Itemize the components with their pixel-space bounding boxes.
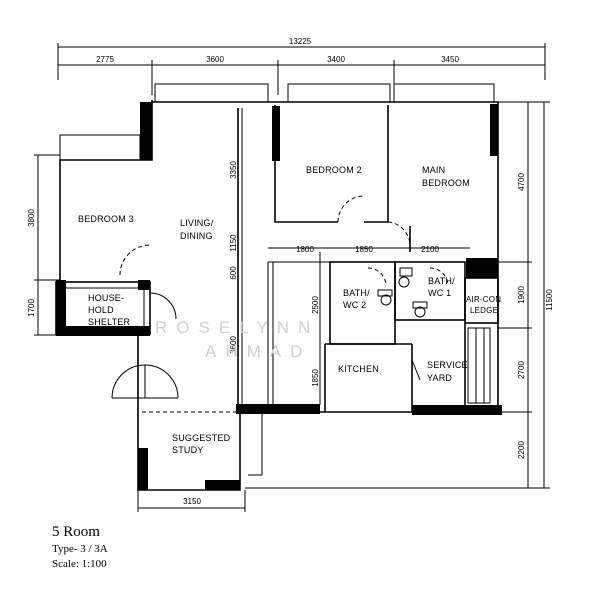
room-labels: BEDROOM 3 BEDROOM 2 MAIN BEDROOM LIVING/… (78, 165, 501, 455)
label-living-1: LIVING/ (180, 218, 214, 228)
label-main-bedroom-2: BEDROOM (422, 178, 470, 188)
plan-scale: Scale: 1:100 (52, 558, 107, 570)
dim-right-seg-2: 1900 (517, 286, 526, 304)
plan-type: Type- 3 / 3A (52, 543, 108, 555)
label-bath-1-2: WC 1 (428, 288, 451, 298)
label-service-2: YARD (427, 373, 452, 383)
dim-top-seg-3: 3400 (327, 55, 345, 64)
dim-1850-a: 1850 (355, 245, 373, 254)
dim-right-seg-4: 2200 (517, 441, 526, 459)
label-bedroom-2: BEDROOM 2 (306, 165, 362, 175)
dim-2500: 2500 (311, 296, 320, 314)
dim-600: 600 (229, 266, 238, 280)
dim-bottom: 3150 (183, 497, 201, 506)
dim-3350: 3350 (229, 161, 238, 179)
dim-left-seg-2: 1700 (27, 299, 36, 317)
doors (111, 195, 449, 399)
label-bath-1-1: BATH/ (428, 276, 455, 286)
label-study-2: STUDY (172, 445, 204, 455)
dimension-lines (34, 43, 550, 512)
label-living-2: DINING (180, 231, 213, 241)
label-main-bedroom-1: MAIN (422, 165, 445, 175)
dim-top-seg-1: 2775 (96, 55, 114, 64)
watermark: ROSELYNN AHMAD (155, 318, 319, 361)
dim-3600: 3600 (229, 336, 238, 354)
label-bath-2-1: BATH/ (343, 288, 370, 298)
dim-1850-b: 1850 (311, 369, 320, 387)
label-aircon-1: AIR-CON (466, 295, 501, 304)
label-shelter-3: SHELTER (88, 317, 131, 327)
dim-top-seg-2: 3600 (206, 55, 224, 64)
dim-right-seg-3: 2700 (517, 361, 526, 379)
label-aircon-2: LEDGE (470, 306, 498, 315)
label-study-1: SUGGESTED (172, 433, 231, 443)
label-bedroom-3: BEDROOM 3 (78, 214, 134, 224)
title-block: 5 Room Type- 3 / 3A Scale: 1:100 (52, 524, 108, 570)
label-shelter-1: HOUSE- (88, 293, 124, 303)
dim-1800: 1800 (296, 245, 314, 254)
dim-right-total: 11500 (545, 289, 554, 311)
dimension-labels: 13225 2775 3600 3400 3450 11500 4700 190… (27, 37, 554, 506)
dim-top-total: 13225 (289, 37, 312, 46)
label-bath-2-2: WC 2 (343, 300, 366, 310)
fixtures (377, 267, 491, 404)
dim-left-seg-1: 3800 (27, 209, 36, 227)
dim-1150: 1150 (229, 234, 238, 252)
label-service-1: SERVICE (427, 360, 468, 370)
label-kitchen: KITCHEN (338, 364, 379, 374)
dim-2100: 2100 (421, 245, 439, 254)
watermark-line-2: AHMAD (205, 342, 311, 361)
dim-right-seg-1: 4700 (517, 173, 526, 191)
label-shelter-2: HOLD (88, 305, 114, 315)
watermark-line-1: ROSELYNN (155, 318, 319, 337)
dim-top-seg-4: 3450 (441, 55, 459, 64)
solid-walls (56, 102, 502, 490)
plan-title: 5 Room (52, 524, 100, 540)
